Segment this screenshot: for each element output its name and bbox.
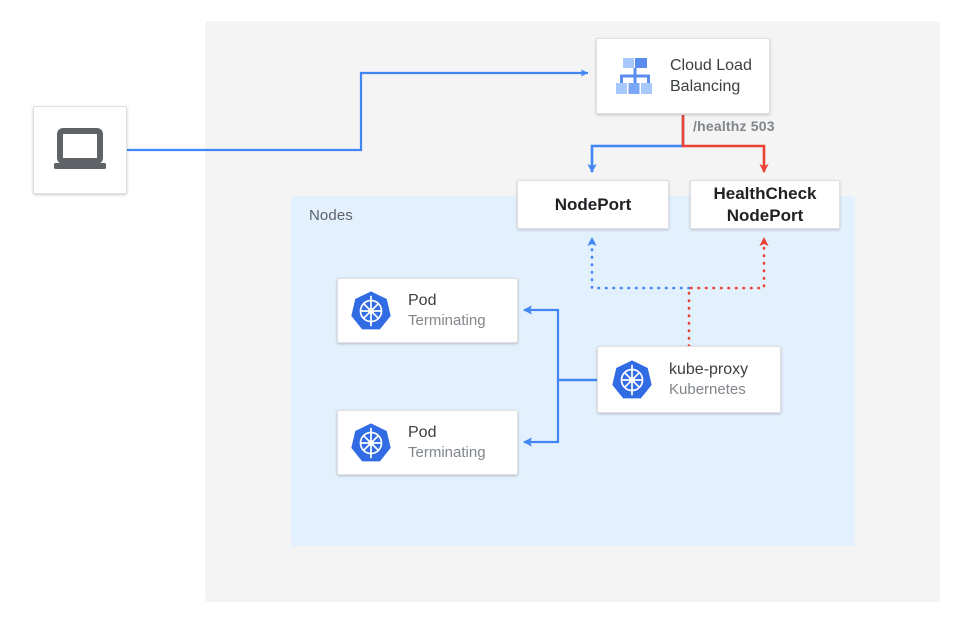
kube-proxy-title: kube-proxy — [669, 361, 749, 379]
laptop-icon — [53, 128, 107, 172]
kubernetes-icon — [611, 359, 653, 401]
pod-status-1: Terminating — [408, 312, 486, 330]
cloud-load-balancing-node[interactable]: Cloud Load Balancing — [596, 38, 770, 114]
pod-node-2[interactable]: Pod Terminating — [337, 410, 518, 475]
cloud-load-balancing-title: Cloud Load Balancing — [670, 56, 752, 95]
kubernetes-icon — [350, 422, 392, 464]
kube-proxy-subtitle: Kubernetes — [669, 381, 746, 399]
healthcheck-nodeport-box[interactable]: HealthCheck NodePort — [690, 180, 840, 229]
kubernetes-icon — [350, 290, 392, 332]
cloud-load-balancing-text: Cloud Load Balancing — [670, 55, 762, 97]
client-node[interactable] — [33, 106, 127, 194]
pod-title-2: Pod — [408, 424, 437, 442]
kube-proxy-node[interactable]: kube-proxy Kubernetes — [597, 346, 781, 413]
healthz-annotation: /healthz 503 — [693, 118, 775, 134]
kube-proxy-text: kube-proxy Kubernetes — [669, 359, 748, 400]
pod-text-1: Pod Terminating — [408, 290, 486, 331]
pod-text-2: Pod Terminating — [408, 422, 486, 463]
nodes-panel-label: Nodes — [309, 207, 353, 224]
nodeport-box[interactable]: NodePort — [517, 180, 669, 229]
pod-title-1: Pod — [408, 292, 437, 310]
cloud-load-balancing-icon — [610, 51, 660, 101]
pod-node-1[interactable]: Pod Terminating — [337, 278, 518, 343]
pod-status-2: Terminating — [408, 444, 486, 462]
